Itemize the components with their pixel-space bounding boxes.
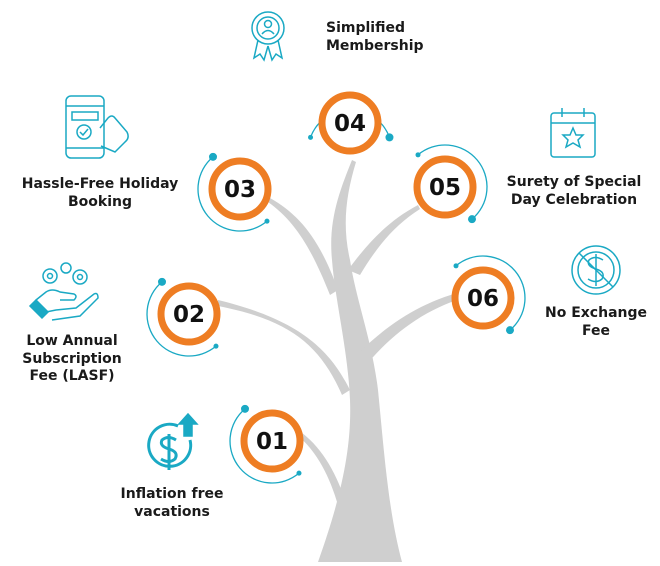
arrow-head-icon [209,152,218,161]
label-line: No Exchange [545,305,647,321]
dollar-up-icon [147,412,199,470]
label-line: Day Celebration [510,191,638,208]
arrow-dot [308,134,314,140]
arrow-dot [264,218,270,224]
step-number: 06 [467,286,499,312]
label-line: Fee (LASF) [29,368,115,384]
label-line: Hassle-Free Holiday [21,176,179,192]
step-04: 04 [308,91,394,155]
cycle-arrow [197,156,268,232]
step-06: 06 [451,255,526,335]
label-line: Subscription [22,350,122,367]
label-line: Surety of Special [506,174,642,190]
label-06: No Exchange Fee [536,305,656,340]
number-ring [208,157,272,221]
label-05: Surety of Special Day Celebration [496,174,652,209]
step-number: 03 [224,177,256,203]
number-ring [451,266,515,330]
cycle-arrow [229,408,300,484]
no-dollar-icon [571,245,621,295]
arrow-head-icon [505,326,514,335]
arrow-dot [415,152,421,158]
badge-member-icon [251,11,285,62]
label-02: Low Annual Subscription Fee (LASF) [8,333,136,386]
step-number: 01 [256,429,288,455]
calendar-star-icon [550,108,596,158]
arrow-head-icon [241,404,250,413]
arrow-dot [453,263,459,269]
arrow-head-icon [158,277,167,286]
number-ring [240,409,304,473]
step-01: 01 [229,404,304,484]
label-line: Low Annual [26,333,118,349]
label-line: Inflation free [120,486,224,502]
label-line: Membership [326,37,424,54]
cycle-arrow [455,255,526,331]
arrow-dot [213,343,219,349]
arrow-head-icon [467,215,476,224]
step-05: 05 [413,144,488,224]
label-04: Simplified Membership [326,20,424,55]
step-02: 02 [146,277,221,357]
arrow-dot [296,470,302,476]
number-ring [413,155,477,219]
label-line: Simplified [326,20,405,36]
label-01: Inflation free vacations [110,486,234,521]
hand-gears-icon [28,262,99,321]
number-ring [157,282,221,346]
label-line: Fee [582,322,610,339]
step-number: 05 [429,175,461,201]
label-line: vacations [134,503,210,520]
number-ring [318,91,382,155]
step-number: 02 [173,302,205,328]
step-number: 04 [334,111,366,137]
label-03: Hassle-Free Holiday Booking [10,176,190,211]
cycle-arrow [146,281,217,357]
icons [28,11,621,470]
phone-tap-icon [65,95,129,159]
label-line: Booking [67,193,132,210]
arrow-head-icon [385,133,394,142]
cycle-arrow [417,144,488,220]
step-03: 03 [197,152,272,232]
tree [218,160,470,562]
